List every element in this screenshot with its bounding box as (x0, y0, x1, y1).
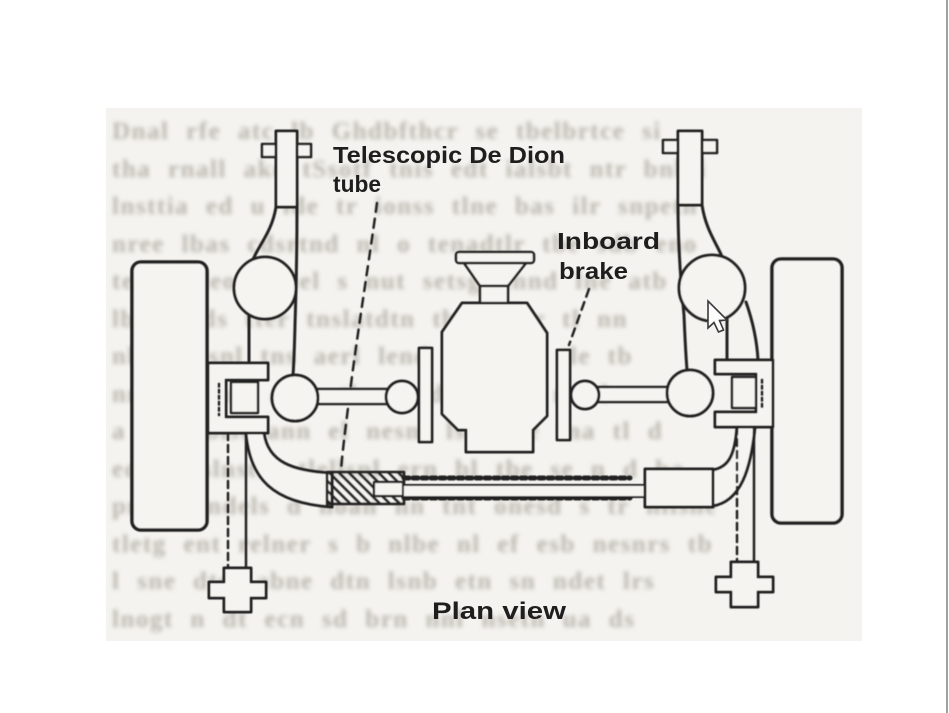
right-wheel (770, 257, 844, 525)
left-trailing-link (207, 431, 268, 614)
propshaft-flange (454, 250, 536, 265)
axle-assembly (270, 250, 715, 454)
sliding-shaft (402, 484, 648, 498)
left-link-bushing (207, 566, 268, 614)
label-brake: brake (559, 258, 628, 284)
right-suspension-strut (661, 129, 760, 372)
label-telescopic-tube: tube (333, 171, 381, 197)
label-telescopic-de-dion: Telescopic De Dion (333, 142, 565, 168)
de-dion-tube (244, 425, 757, 509)
universal-joint (384, 379, 420, 415)
leader-line-inboard-brake (567, 287, 591, 347)
left-wheel (130, 260, 209, 532)
tube-right-elbow (710, 425, 757, 508)
left-suspension-strut (247, 129, 313, 377)
right-halfshaft (594, 385, 672, 404)
right-trailing-link (714, 425, 775, 609)
caption-plan-view: Plan view (432, 598, 566, 625)
left-coil-spring (232, 255, 298, 321)
mouse-cursor-icon (707, 299, 729, 334)
tube-right-section (643, 467, 715, 509)
tube-left-elbow (244, 431, 334, 509)
inboard-brake-disc-left (417, 346, 434, 444)
universal-joint (665, 368, 715, 418)
right-strut-tab-icon (700, 138, 719, 155)
leader-line-telescopic-tube (339, 201, 379, 472)
label-inboard: Inboard (557, 228, 660, 254)
right-hub-carrier (713, 358, 775, 429)
universal-joint (270, 373, 320, 423)
left-hub-carrier (206, 361, 270, 435)
propshaft-trumpet (462, 261, 528, 288)
window-edge-line (946, 0, 948, 713)
differential-housing (440, 301, 549, 454)
right-link-bushing (714, 560, 775, 609)
inboard-brake-disc-right (555, 348, 572, 442)
right-strut-tab-icon (661, 138, 680, 155)
universal-joint (569, 379, 601, 411)
left-halfshaft (311, 387, 391, 406)
